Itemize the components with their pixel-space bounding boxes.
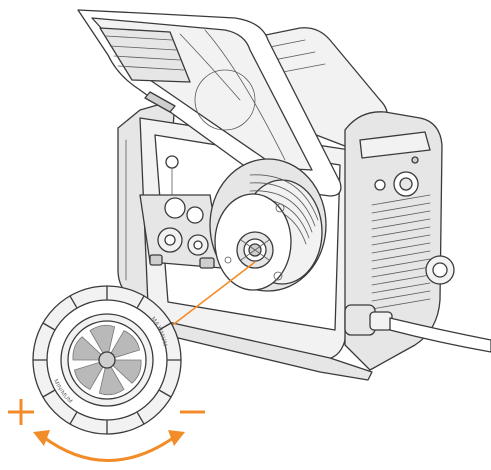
knob-paddle xyxy=(105,359,142,384)
wire-spool xyxy=(209,158,327,292)
knob-paddle xyxy=(106,330,140,361)
callout-line xyxy=(169,261,256,328)
spool-brake-knob: MAXIMUM MINIMUM xyxy=(32,285,182,435)
knob-paddle xyxy=(98,358,125,396)
curved-double-arrow-icon xyxy=(33,430,185,462)
small-socket-icon xyxy=(374,179,386,191)
knob-notch xyxy=(136,295,145,308)
knob-notch xyxy=(69,412,78,425)
spool-brake-hub xyxy=(236,231,274,269)
knob-rim-notches xyxy=(32,285,182,435)
plus-icon xyxy=(8,399,34,425)
torch-connector-icon xyxy=(165,155,179,169)
vent-grille xyxy=(371,194,431,310)
knob-paddle-icon xyxy=(72,324,142,396)
knob-paddle xyxy=(74,359,108,390)
knob-notch xyxy=(136,412,145,425)
knob-notch xyxy=(42,389,55,398)
power-cable xyxy=(344,304,491,353)
knob-notch xyxy=(159,322,172,331)
knob-notch xyxy=(42,322,55,331)
knob-notch xyxy=(159,389,172,398)
open-lid xyxy=(77,9,342,197)
knob-paddle xyxy=(89,324,116,362)
knob-notch xyxy=(69,295,78,308)
wire-feeder-mechanism xyxy=(139,155,223,269)
knob-paddle xyxy=(72,336,109,361)
